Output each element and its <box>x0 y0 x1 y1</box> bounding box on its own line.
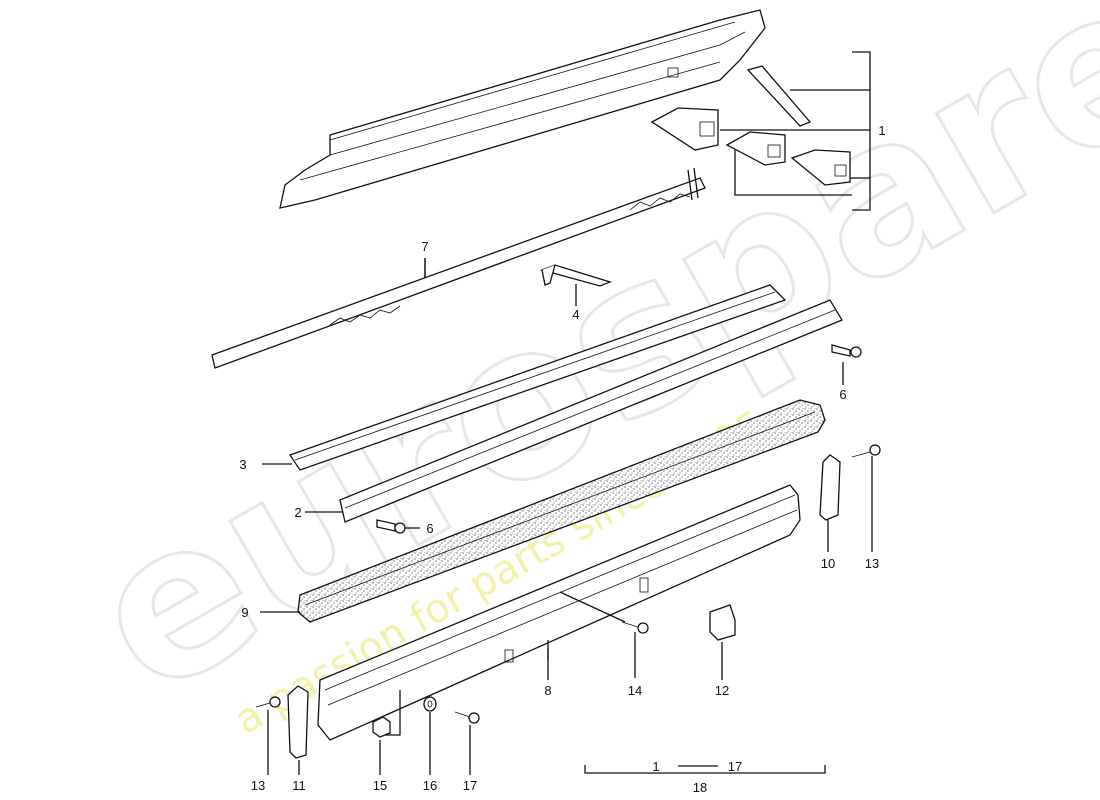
bushing-part-15 <box>372 690 401 775</box>
screw-part-6-lower <box>376 519 420 534</box>
screw-part-13-left <box>255 696 281 775</box>
range-bracket-total: 18 <box>693 780 707 795</box>
range-bracket: 1 17 18 <box>584 759 826 795</box>
plug-blocks-part-1 <box>650 65 851 186</box>
trim-strip-part-3 <box>262 284 787 471</box>
range-bracket-from: 1 <box>652 759 659 774</box>
callout-1: 1 <box>878 123 885 138</box>
callout-13-left: 13 <box>251 778 265 793</box>
callout-labels: 1 2 3 4 6 6 7 8 9 10 11 12 13 13 14 15 1… <box>239 123 885 793</box>
callout-7: 7 <box>421 239 428 254</box>
end-cap-part-10 <box>819 454 841 552</box>
trim-strip-part-2 <box>305 299 843 523</box>
range-bracket-to: 17 <box>728 759 742 774</box>
sill-body-outline <box>279 9 766 209</box>
screw-part-13-right <box>851 444 881 552</box>
callout-2: 2 <box>294 505 301 520</box>
callout-6-upper: 6 <box>839 387 846 402</box>
callout-6-lower: 6 <box>426 521 433 536</box>
screw-part-6-upper <box>831 344 862 385</box>
callout-4: 4 <box>572 307 579 322</box>
strip-part-7 <box>211 167 706 369</box>
callout-17: 17 <box>463 778 477 793</box>
callout-14: 14 <box>628 683 642 698</box>
callout-12: 12 <box>715 683 729 698</box>
callout-13-right: 13 <box>865 556 879 571</box>
washer-part-16 <box>423 696 437 775</box>
seal-part-9 <box>260 399 826 623</box>
bracket-part-1 <box>720 51 871 211</box>
screw-part-17 <box>454 711 480 775</box>
callout-3: 3 <box>239 457 246 472</box>
end-cap-part-11 <box>287 685 309 775</box>
callout-10: 10 <box>821 556 835 571</box>
sill-cover-part-8 <box>317 484 801 741</box>
screw-part-14 <box>559 591 649 678</box>
callout-9: 9 <box>241 605 248 620</box>
grommet-part-12 <box>709 604 736 680</box>
clip-part-4 <box>539 264 612 306</box>
callout-11: 11 <box>292 778 306 793</box>
callout-16: 16 <box>423 778 437 793</box>
callout-8: 8 <box>544 683 551 698</box>
callout-15: 15 <box>373 778 387 793</box>
